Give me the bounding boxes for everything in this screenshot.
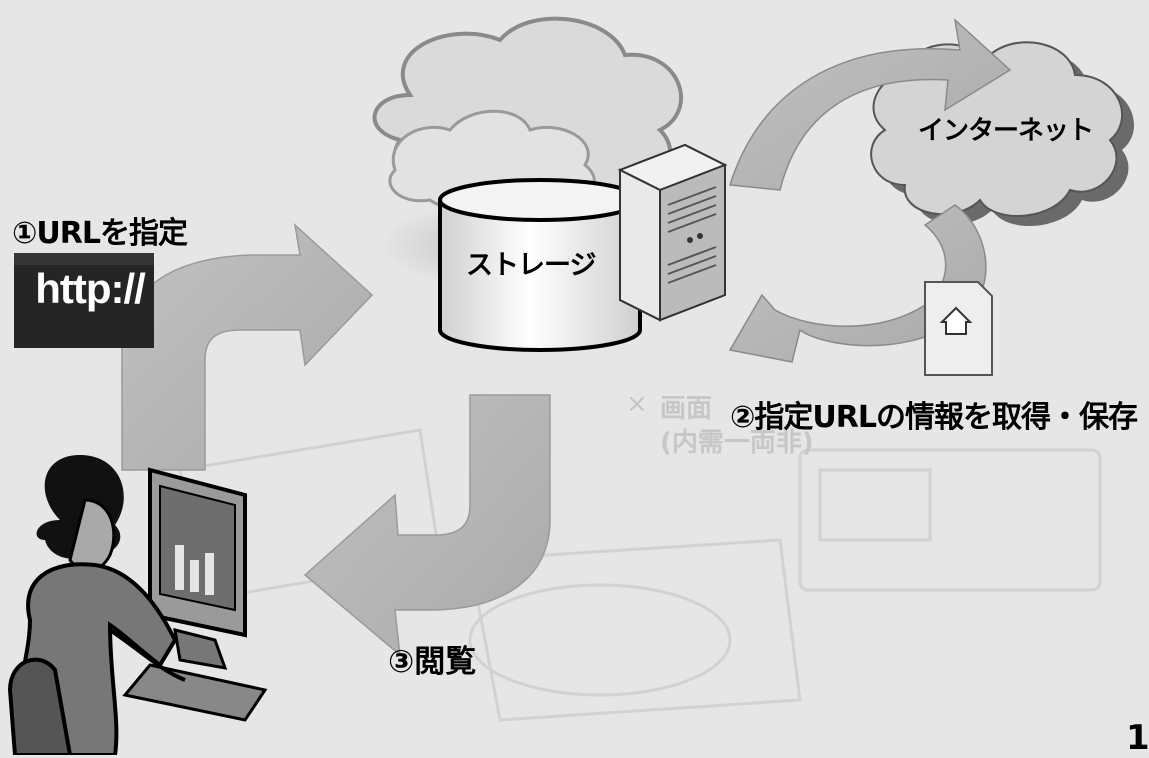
arrow-to-internet [729,17,1012,191]
step3-label: ③閲覧 [388,644,477,680]
internet-label: インターネット [918,116,1094,146]
arrow-step1 [121,222,374,471]
storage-label: ストレージ [466,250,596,281]
faint-line-1: 画面 [660,394,713,424]
step1-label: ①URLを指定 [12,216,188,251]
page-number: 1 [1126,718,1149,758]
svg-text:×: × [626,389,648,419]
http-banner-text: http:// [35,265,146,312]
user-at-computer-icon [7,455,268,755]
server-icon [617,143,728,322]
http-banner-icon [14,253,154,348]
background-faint-text: 画面 (内需一両非) [660,392,814,460]
web-page-icon [924,281,993,376]
arrow-step3 [303,394,551,657]
faint-line-2: (内需一両非) [660,428,814,458]
storage-cylinder-icon [438,178,642,352]
step2-label: ②指定URLの情報を取得・保存 [730,400,1138,435]
